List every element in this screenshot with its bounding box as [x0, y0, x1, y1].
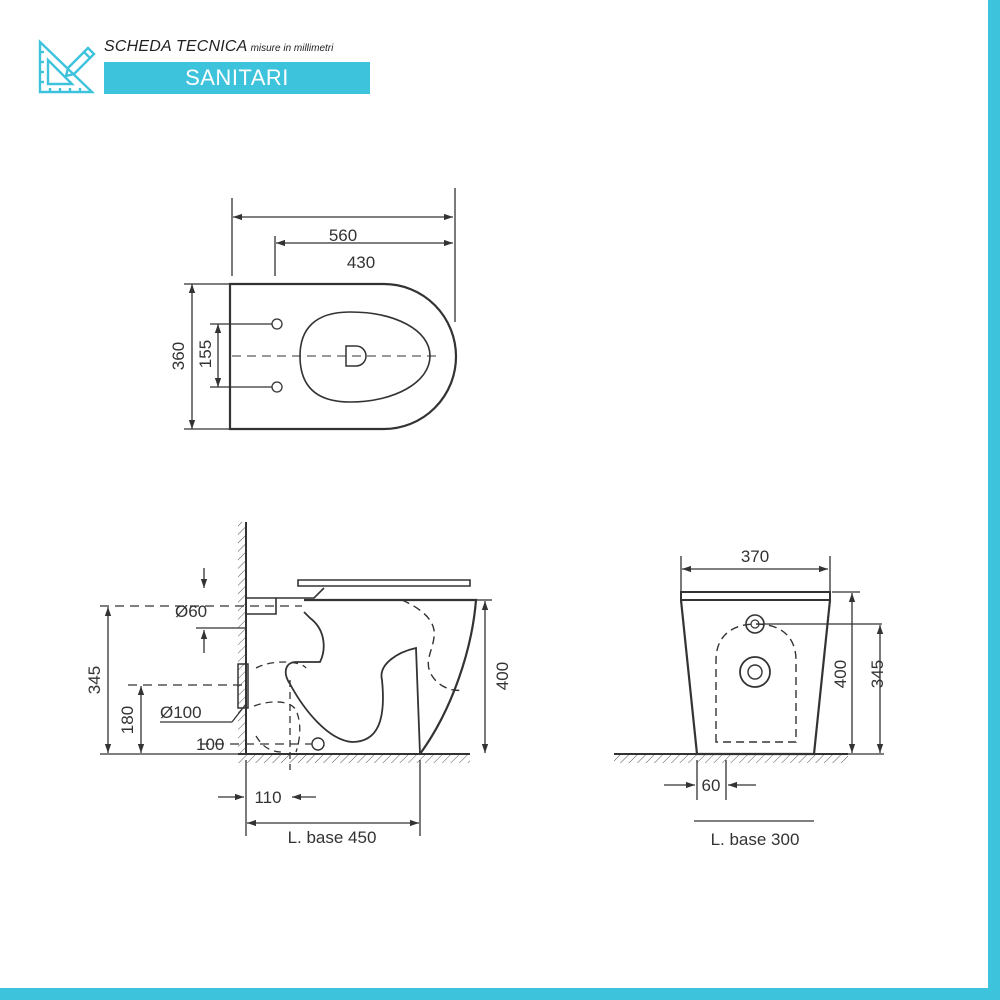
dim-front-height-right: 345	[868, 660, 887, 688]
sheet-subtitle: misure in millimetri	[250, 43, 334, 54]
dim-outlet-distance: 110	[254, 788, 281, 807]
ruler-pencil-icon	[38, 39, 96, 94]
dim-fixing-length: 430	[347, 253, 375, 272]
dim-total-height: 345	[85, 666, 104, 694]
dim-side-height: 400	[493, 662, 512, 690]
sheet-title: SCHEDA TECNICA	[104, 38, 248, 55]
dim-fixing-spacing: 155	[196, 340, 215, 368]
dim-front-offset: 60	[702, 776, 721, 795]
category-banner: SANITARI	[104, 62, 370, 94]
dim-floor-outlet: 100	[196, 735, 224, 754]
front-base-label: L. base 300	[711, 830, 800, 849]
dim-front-width: 370	[741, 547, 769, 566]
dim-drain-height: 180	[118, 706, 137, 734]
dim-drain-diameter: Ø100	[160, 703, 202, 722]
front-view	[614, 556, 884, 822]
dim-total-length: 560	[329, 226, 357, 245]
dim-front-height-left: 400	[831, 660, 850, 688]
dim-total-width: 360	[169, 342, 188, 370]
dim-outlet-diameter: Ø60	[175, 602, 207, 621]
bottom-border	[0, 988, 1000, 1000]
side-base-label: L. base 450	[288, 828, 377, 847]
top-view	[184, 188, 458, 431]
right-border	[988, 0, 1000, 1000]
side-view	[100, 522, 492, 836]
